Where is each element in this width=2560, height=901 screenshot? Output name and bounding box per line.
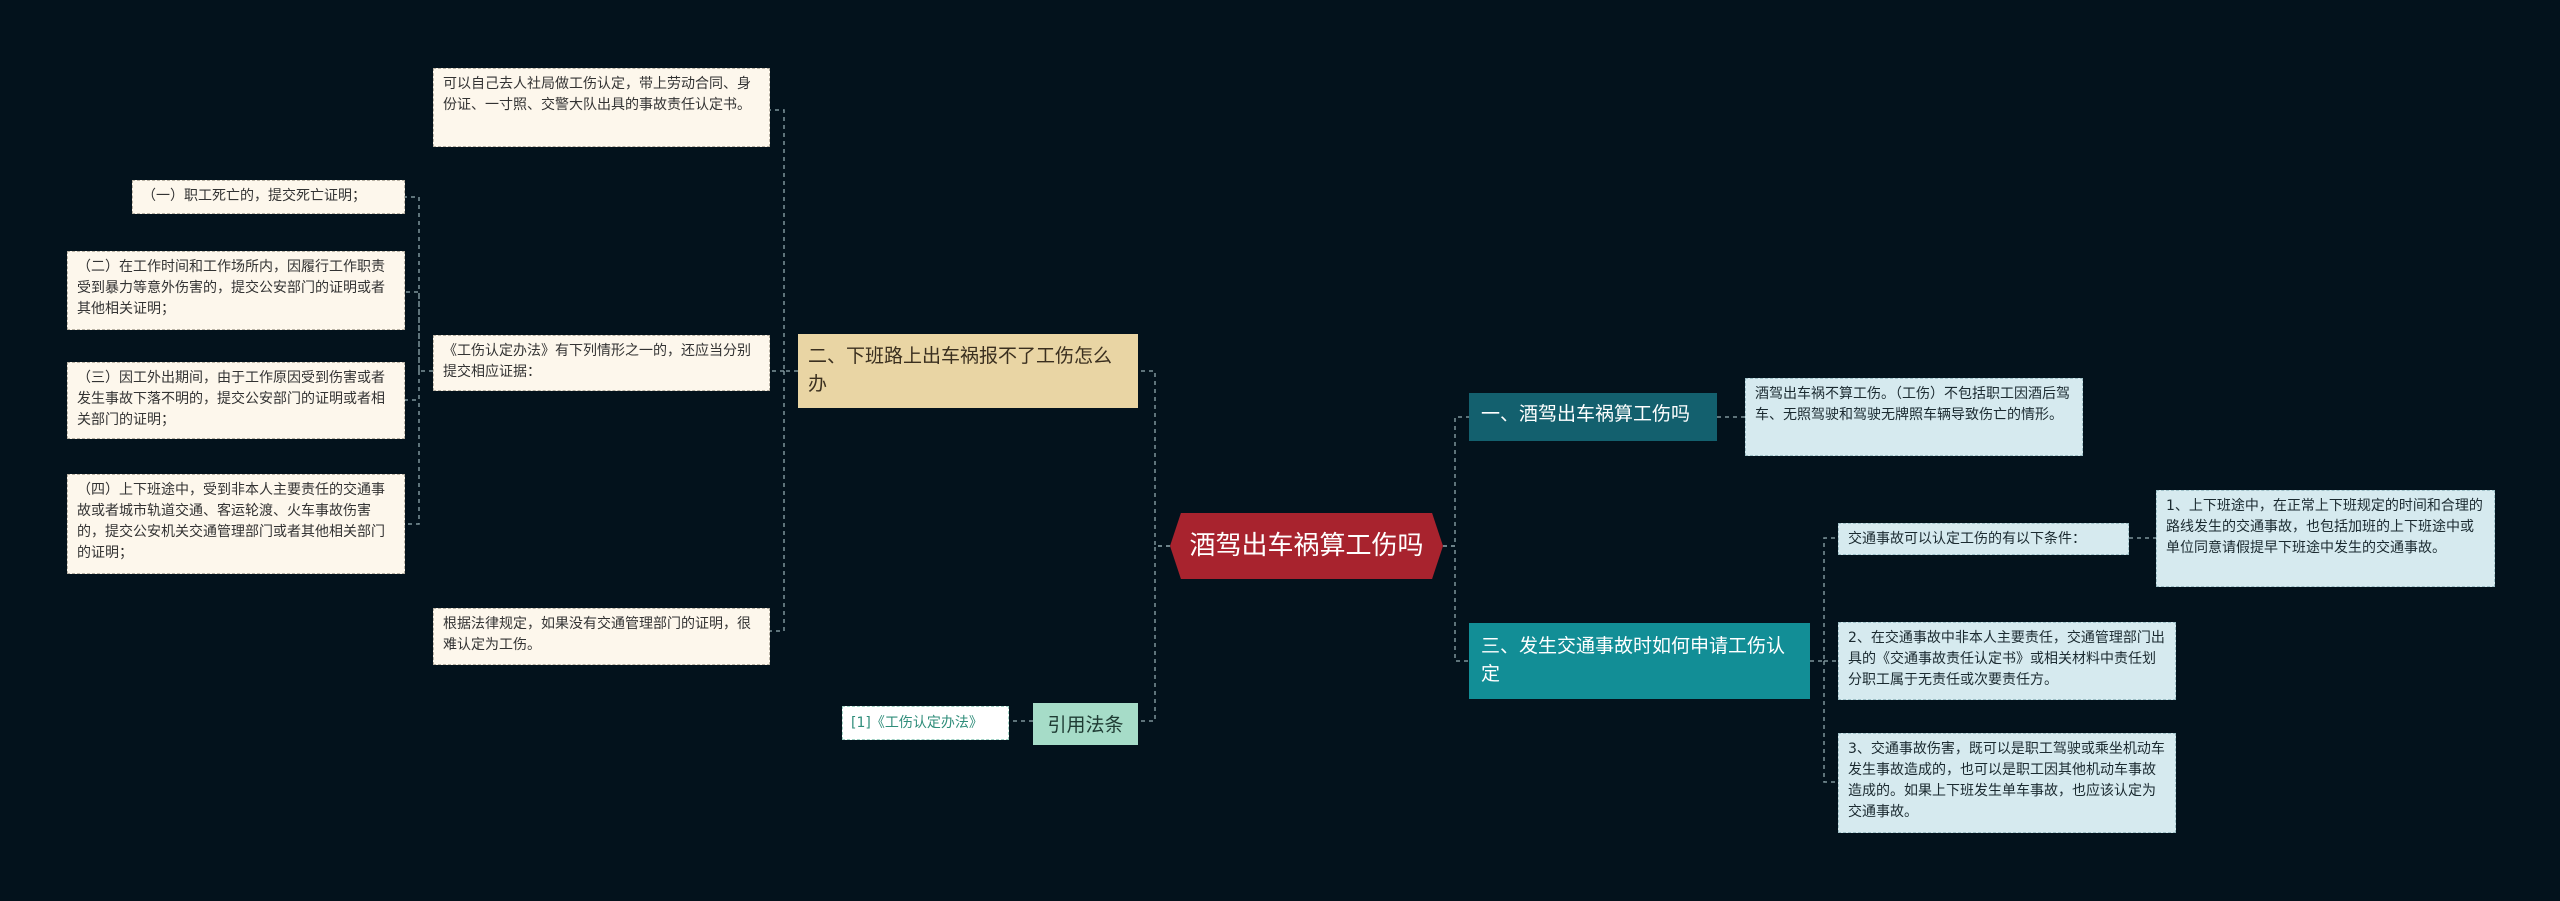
- leaf-self-apply[interactable]: 可以自己去人社局做工伤认定，带上劳动合同、身份证、一寸照、交警大队出具的事故责任…: [433, 68, 770, 147]
- branch-label: 二、下班路上出车祸报不了工伤怎么办: [808, 345, 1113, 395]
- link-root-branch1: [1443, 416, 1469, 547]
- leaf-text: 酒驾出车祸不算工伤。（工伤）不包括职工因酒后驾车、无照驾驶和驾驶无牌照车辆导致伤…: [1755, 386, 2070, 423]
- leaf-text: 根据法律规定，如果没有交通管理部门的证明，很难认定为工伤。: [443, 616, 751, 653]
- leaf-text: 1、上下班途中，在正常上下班规定的时间和合理的路线发生的交通事故，也包括加班的上…: [2166, 498, 2483, 556]
- citation-link[interactable]: [1]《工伤认定办法》: [842, 706, 1009, 740]
- leaf-conditions[interactable]: 交通事故可以认定工伤的有以下条件：: [1838, 523, 2129, 555]
- leaf-evidence-4[interactable]: （四）上下班途中，受到非本人主要责任的交通事故或者城市轨道交通、客运轮渡、火车事…: [67, 474, 405, 574]
- leaf-text: 《工伤认定办法》有下列情形之一的，还应当分别提交相应证据：: [443, 343, 751, 380]
- leaf-condition-3[interactable]: 3、交通事故伤害，既可以是职工驾驶或乘坐机动车发生事故造成的，也可以是职工因其他…: [1838, 733, 2176, 833]
- citation-text: [1]《工伤认定办法》: [851, 715, 983, 731]
- leaf-evidence-1[interactable]: （一）职工死亡的，提交死亡证明；: [132, 180, 405, 214]
- branch-label: 引用法条: [1047, 714, 1124, 736]
- leaf-traffic-proof[interactable]: 根据法律规定，如果没有交通管理部门的证明，很难认定为工伤。: [433, 608, 770, 665]
- leaf-text: （三）因工外出期间，由于工作原因受到伤害或者发生事故下落不明的，提交公安部门的证…: [77, 370, 385, 428]
- root-label: 酒驾出车祸算工伤吗: [1189, 531, 1424, 561]
- link-branch2-items: [770, 109, 798, 632]
- leaf-evidence-2[interactable]: （二）在工作时间和工作场所内，因履行工作职责受到暴力等意外伤害的，提交公安部门的…: [67, 251, 405, 330]
- link-root-branch2: [1138, 370, 1170, 547]
- leaf-text: （一）职工死亡的，提交死亡证明；: [142, 188, 366, 204]
- leaf-text: 3、交通事故伤害，既可以是职工驾驶或乘坐机动车发生事故造成的，也可以是职工因其他…: [1848, 741, 2165, 820]
- leaf-not-work-injury[interactable]: 酒驾出车祸不算工伤。（工伤）不包括职工因酒后驾车、无照驾驶和驾驶无牌照车辆导致伤…: [1745, 378, 2083, 456]
- root-topic[interactable]: 酒驾出车祸算工伤吗: [1170, 513, 1443, 579]
- leaf-condition-1[interactable]: 1、上下班途中，在正常上下班规定的时间和合理的路线发生的交通事故，也包括加班的上…: [2156, 490, 2495, 587]
- leaf-text: 交通事故可以认定工伤的有以下条件：: [1848, 531, 2086, 547]
- leaf-condition-2[interactable]: 2、在交通事故中非本人主要责任，交通管理部门出具的《交通事故责任认定书》或相关材…: [1838, 622, 2176, 700]
- link-branch3-items: [1810, 537, 1838, 783]
- leaf-text: （四）上下班途中，受到非本人主要责任的交通事故或者城市轨道交通、客运轮渡、火车事…: [77, 482, 385, 561]
- leaf-evidence-rules[interactable]: 《工伤认定办法》有下列情形之一的，还应当分别提交相应证据：: [433, 335, 770, 391]
- leaf-text: （二）在工作时间和工作场所内，因履行工作职责受到暴力等意外伤害的，提交公安部门的…: [77, 259, 385, 317]
- leaf-text: 可以自己去人社局做工伤认定，带上劳动合同、身份证、一寸照、交警大队出具的事故责任…: [443, 76, 751, 113]
- leaf-evidence-3[interactable]: （三）因工外出期间，由于工作原因受到伤害或者发生事故下落不明的，提交公安部门的证…: [67, 362, 405, 439]
- branch-drunk-driving[interactable]: 一、酒驾出车祸算工伤吗: [1469, 393, 1717, 441]
- branch-label: 三、发生交通事故时如何申请工伤认定: [1481, 635, 1786, 685]
- leaf-text: 2、在交通事故中非本人主要责任，交通管理部门出具的《交通事故责任认定书》或相关材…: [1848, 630, 2165, 688]
- branch-how-to-apply[interactable]: 三、发生交通事故时如何申请工伤认定: [1469, 623, 1810, 699]
- link-root-refs: [1138, 545, 1170, 722]
- link-itemb-children: [405, 196, 433, 525]
- branch-label: 一、酒驾出车祸算工伤吗: [1481, 403, 1691, 425]
- link-root-branch3: [1443, 545, 1469, 662]
- branch-citations[interactable]: 引用法条: [1033, 703, 1138, 745]
- branch-after-work-accident[interactable]: 二、下班路上出车祸报不了工伤怎么办: [798, 334, 1138, 408]
